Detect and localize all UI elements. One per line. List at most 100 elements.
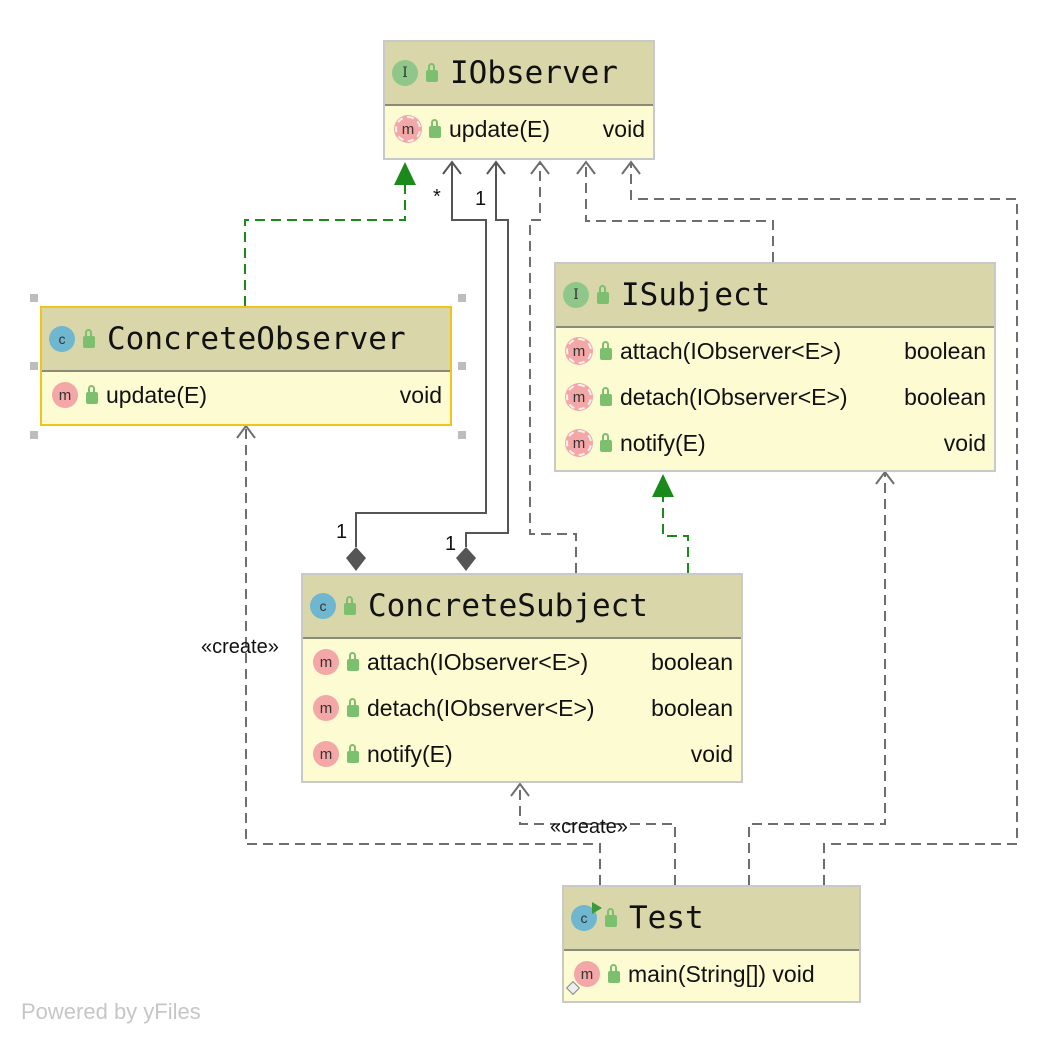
method-row[interactable]: m notify(E) void [303,731,741,777]
public-visibility-icon [600,387,612,406]
node-title: IObserver [450,55,618,91]
method-row[interactable]: m detach(IObserver<E>) boolean [556,374,994,420]
static-method-icon: m [565,961,600,996]
public-visibility-icon [597,285,609,304]
method-return-type: void [690,740,733,767]
method-row[interactable]: m attach(IObserver<E>) boolean [303,639,741,685]
interface-icon: I [392,60,418,86]
method-signature: update(E) [106,381,208,408]
public-visibility-icon [83,329,95,348]
public-visibility-icon [347,698,359,717]
public-visibility-icon [600,341,612,360]
resize-handle-mid-right[interactable] [458,362,466,370]
iobserver-node[interactable]: I IObserver m update(E) void [383,40,655,160]
multiplicity-label: 1 [445,533,457,555]
method-return-type: void [399,381,442,408]
method-row[interactable]: m notify(E) void [556,420,994,466]
resize-handle-bottom-left[interactable] [30,431,38,439]
edge-concreteobserver-realizes-iobserver [244,162,416,306]
edge-create-test-concretesubject [510,782,676,885]
method-signature: update(E) [449,115,551,142]
method-return-type: boolean [651,648,733,675]
method-letter: m [580,965,594,983]
public-visibility-icon [347,652,359,671]
class-icon: c [310,593,336,619]
public-visibility-icon [426,63,438,82]
class-icon: c [49,326,75,352]
public-visibility-icon [344,596,356,615]
node-header: I ISubject [556,264,994,328]
abstract-method-icon: m [566,430,592,456]
test-node[interactable]: c Test m main(String[]) void [562,885,861,1003]
create-stereotype-label: «create» [201,636,279,658]
static-marker-icon [565,980,581,996]
method-return-type: boolean [651,694,733,721]
multiplicity-label: * [433,186,441,208]
concretesubject-node[interactable]: c ConcreteSubject m attach(IObserver<E>)… [301,573,743,783]
edge-composition-concretesubject-iobserver-a [346,160,487,571]
create-stereotype-label: «create» [550,816,628,838]
public-visibility-icon [429,119,441,138]
resize-handle-top-right[interactable] [458,294,466,302]
isubject-node[interactable]: I ISubject m attach(IObserver<E>) boolea… [554,262,996,472]
public-visibility-icon [608,964,620,983]
multiplicity-label: 1 [475,188,487,210]
realization-arrowhead [652,474,674,497]
public-visibility-icon [86,385,98,404]
method-return-type: boolean [904,337,986,364]
public-visibility-icon [600,433,612,452]
method-signature: detach(IObserver<E>) [620,383,848,410]
abstract-method-icon: m [566,338,592,364]
method-signature: attach(IObserver<E>) [367,648,589,675]
node-header: c ConcreteObserver [42,308,450,372]
resize-handle-bottom-right[interactable] [458,431,466,439]
multiplicity-label: 1 [336,521,348,543]
node-title: ISubject [621,277,771,313]
edge-concretesubject-realizes-isubject [652,474,689,573]
edge-dependency-concretesubject-iobserver [529,160,577,573]
method-icon: m [313,741,339,767]
method-signature: notify(E) [620,429,706,456]
edge-composition-concretesubject-iobserver-b [456,160,509,571]
method-signature: notify(E) [367,740,453,767]
public-visibility-icon [605,908,617,927]
method-return-type: void [943,429,986,456]
method-return-type: void [602,115,645,142]
abstract-method-icon: m [395,116,421,142]
method-row[interactable]: m update(E) void [385,106,653,152]
composition-diamond [346,547,366,571]
public-visibility-icon [347,744,359,763]
composition-diamond [456,547,476,571]
edge-dependency-test-isubject [748,470,895,885]
node-header: c ConcreteSubject [303,575,741,639]
abstract-method-icon: m [566,384,592,410]
resize-handle-mid-left[interactable] [30,362,38,370]
edge-dependency-test-iobserver [621,160,1018,885]
method-row[interactable]: m main(String[]) void [564,951,859,997]
method-icon: m [313,649,339,675]
method-icon: m [52,382,78,408]
resize-handle-top-left[interactable] [30,294,38,302]
method-icon: m [313,695,339,721]
concreteobserver-node[interactable]: c ConcreteObserver m update(E) void [40,306,452,426]
method-row[interactable]: m detach(IObserver<E>) boolean [303,685,741,731]
method-signature: detach(IObserver<E>) [367,694,595,721]
powered-by-footer: Powered by yFiles [21,999,201,1024]
class-letter: c [580,910,588,926]
method-row[interactable]: m attach(IObserver<E>) boolean [556,328,994,374]
node-title: ConcreteSubject [368,588,648,624]
node-header: c Test [564,887,859,951]
node-title: ConcreteObserver [107,321,406,357]
method-signature: attach(IObserver<E>) [620,337,842,364]
node-title: Test [629,900,704,936]
method-signature: main(String[]) void [628,960,815,987]
method-return-type: boolean [904,383,986,410]
edge-create-test-concreteobserver [236,424,601,885]
run-arrow-icon [592,902,602,914]
realization-arrowhead [394,162,416,185]
node-header: I IObserver [385,42,653,106]
edge-dependency-isubject-iobserver [576,160,774,262]
method-row[interactable]: m update(E) void [42,372,450,418]
